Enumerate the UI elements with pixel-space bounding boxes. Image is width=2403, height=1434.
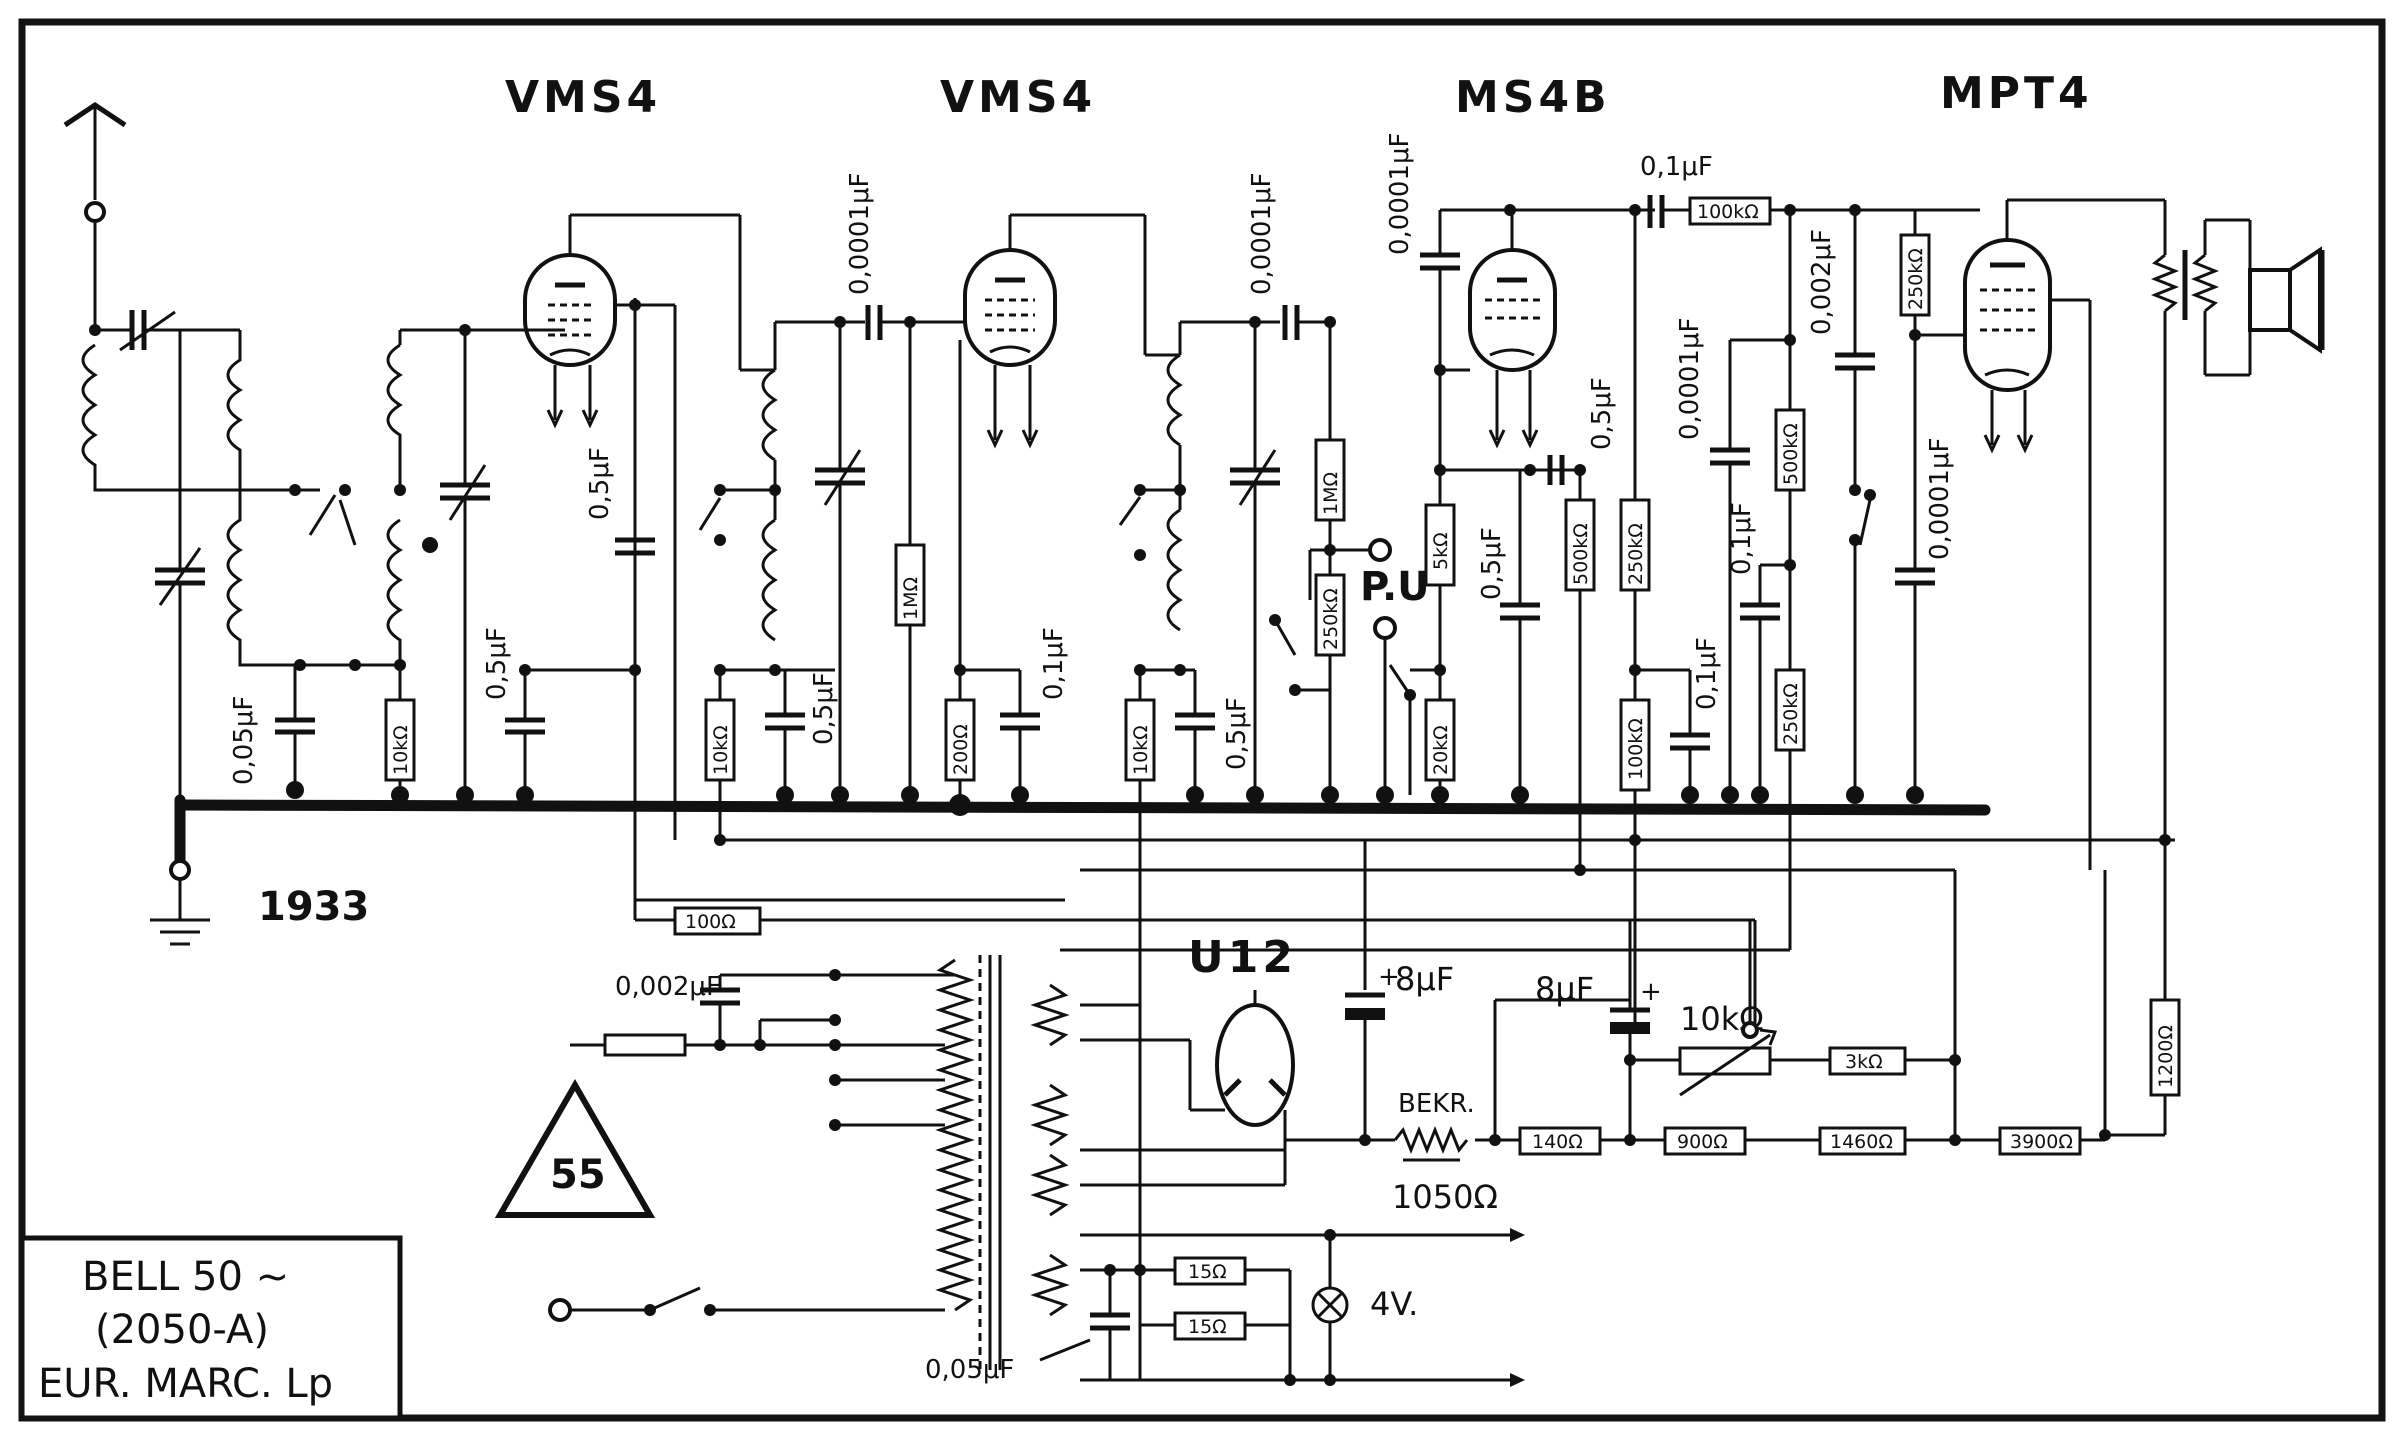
antenna-coil (81, 343, 320, 492)
res-label-200: 200Ω (950, 724, 972, 775)
svg-text:+: + (1378, 962, 1400, 992)
cap-label-0-1-2: 0,1μF (1692, 637, 1722, 710)
cap-label-8uf-1: 8μF (1395, 960, 1454, 998)
res-label-1460: 1460Ω (1830, 1131, 1893, 1153)
cap-label-0-0001-4: 0,0001μF (1675, 318, 1705, 440)
res-label-250k-3: 250kΩ (1780, 683, 1802, 745)
cap-label-8uf-2: 8μF (1535, 970, 1594, 1008)
res-label-10k-2: 10kΩ (710, 725, 732, 775)
res-label-100: 100Ω (685, 911, 736, 933)
antenna-symbol (63, 101, 240, 352)
year-label: 1933 (258, 884, 369, 930)
ground-symbol (150, 859, 210, 946)
res-label-900: 900Ω (1677, 1131, 1728, 1153)
tube-ms4b (1440, 208, 1655, 449)
cap-label-0-0001-5: 0,0001μF (1925, 438, 1955, 560)
cap-label-0-5-3: 0,5μF (809, 672, 839, 745)
tube-mpt4 (1963, 198, 2165, 454)
cap-label-0-05-2: 0,05μF (925, 1355, 1014, 1385)
res-label-20k: 20kΩ (1430, 725, 1452, 775)
speaker-icon (2248, 246, 2325, 354)
variable-capacitor-1 (155, 330, 205, 805)
res-label-10k-3: 10kΩ (1130, 725, 1152, 775)
tube-u12 (1215, 990, 1295, 1127)
output-transformer (2150, 200, 2252, 840)
svg-text:+: + (1640, 977, 1662, 1007)
fuse-icon (570, 1033, 835, 1057)
res-label-250k-2: 250kΩ (1625, 523, 1647, 585)
res-label-5k: 5kΩ (1430, 532, 1452, 570)
cap-label-0-0001-3: 0,0001μF (1385, 133, 1415, 255)
tube-label-ms4b: MS4B (1455, 72, 1611, 123)
bekr-choke (1393, 1125, 1469, 1155)
bekr-value: 1050Ω (1392, 1178, 1498, 1216)
cap-label-0-5-4: 0,5μF (1222, 697, 1252, 770)
tube-label-vms4-2: VMS4 (940, 72, 1096, 123)
tube-label-u12: U12 (1188, 932, 1297, 983)
res-label-100k-1: 100kΩ (1697, 201, 1759, 223)
res-label-100k-2: 100kΩ (1625, 718, 1647, 780)
res-label-1200: 1200Ω (2155, 1025, 2177, 1088)
res-label-250k-top: 250kΩ (1905, 248, 1927, 310)
res-label-3k: 3kΩ (1845, 1051, 1883, 1073)
power-transformer (935, 955, 1070, 1370)
cap-label-0-002-2: 0,002μF (615, 972, 721, 1002)
cap-label-0-5-2: 0,5μF (585, 447, 615, 520)
res-label-500k-2: 500kΩ (1780, 423, 1802, 485)
res-label-140: 140Ω (1532, 1131, 1583, 1153)
triangle-marker (494, 1078, 656, 1218)
info-line-2: (2050-A) (95, 1307, 269, 1353)
lamp-icon (1311, 1286, 1349, 1324)
mains-switch (548, 1286, 945, 1322)
bekr-label: BEKR. (1398, 1089, 1475, 1119)
pickup-label: P.U (1360, 564, 1430, 610)
cap-label-0-1-1: 0,1μF (1039, 627, 1069, 700)
res-label-15-1: 15Ω (1188, 1261, 1227, 1283)
res-label-10k-1: 10kΩ (390, 725, 412, 775)
triangle-number: 55 (550, 1152, 606, 1198)
cap-label-0-5-1: 0,5μF (482, 627, 512, 700)
info-line-1: BELL 50 ~ (82, 1254, 289, 1300)
cap-label-0-05-1: 0,05μF (229, 696, 259, 785)
ground-bus (174, 799, 1991, 816)
res-label-1m-1: 1MΩ (900, 577, 922, 620)
res-label-3900: 3900Ω (2010, 1131, 2073, 1153)
tube-label-mpt4: MPT4 (1940, 68, 2093, 119)
cap-label-0-5-6: 0,5μF (1587, 377, 1617, 450)
res-label-250k-1: 250kΩ (1320, 588, 1342, 650)
cap-label-0-002-1: 0,002μF (1807, 229, 1837, 335)
res-label-15-2: 15Ω (1188, 1316, 1227, 1338)
info-line-3: EUR. MARC. Lp (38, 1361, 333, 1407)
border-frame (18, 18, 2386, 1422)
res-label-1m-2: 1MΩ (1320, 472, 1342, 515)
cap-label-0-5-5: 0,5μF (1477, 527, 1507, 600)
res-label-500k-1: 500kΩ (1570, 523, 1592, 585)
tube-label-vms4-1: VMS4 (505, 72, 661, 123)
tube-vms4-2 (963, 213, 1145, 449)
cap-label-0-1-3: 0,1μF (1727, 502, 1757, 575)
info-box (19, 1235, 403, 1421)
cap-label-0-1-top: 0,1μF (1640, 152, 1713, 182)
cap-label-0-0001-1: 0,0001μF (845, 173, 875, 295)
cap-label-0-0001-2: 0,0001μF (1247, 173, 1277, 295)
lamp-voltage: 4V. (1370, 1285, 1418, 1323)
tube-vms4-1 (523, 213, 740, 429)
